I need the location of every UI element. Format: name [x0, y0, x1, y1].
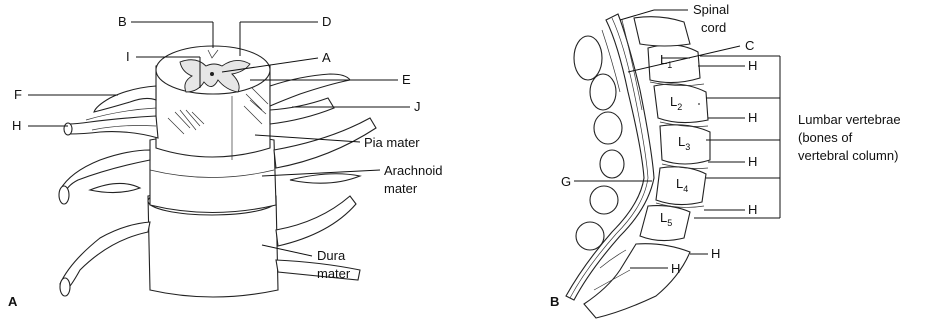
label-pia-mater: Pia mater [364, 135, 420, 150]
label-arachnoid: Arachnoid [384, 163, 443, 178]
label-spinal-cord: cord [701, 20, 726, 35]
label-g: G [561, 174, 571, 189]
label-a: A [322, 50, 331, 65]
label-j: J [414, 99, 421, 114]
label-h-3: H [748, 154, 757, 169]
label-i: I [126, 49, 130, 64]
panel-b-drawing [566, 14, 710, 318]
label-dura: Dura [317, 248, 346, 263]
label-spinal: Spinal [693, 2, 729, 17]
label-e: E [402, 72, 411, 87]
label-h-6: H [671, 261, 680, 276]
label-h-a: H [12, 118, 21, 133]
label-h-2: H [748, 110, 757, 125]
label-d: D [322, 14, 331, 29]
vertebra-l1 [648, 45, 700, 83]
label-h-1: H [748, 58, 757, 73]
label-c: C [745, 38, 754, 53]
label-h-5: H [711, 246, 720, 261]
label-lumbar-vertebrae: Lumbar vertebrae [798, 112, 901, 127]
panel-label-a: A [8, 294, 18, 309]
label-b: B [118, 14, 127, 29]
label-vertebral-column: vertebral column) [798, 148, 898, 163]
label-f: F [14, 87, 22, 102]
label-bones-of: (bones of [798, 130, 853, 145]
panel-label-b: B [550, 294, 559, 309]
label-h-4: H [748, 202, 757, 217]
label-arachnoid-mater: mater [384, 181, 418, 196]
label-dura-mater: mater [317, 266, 351, 281]
